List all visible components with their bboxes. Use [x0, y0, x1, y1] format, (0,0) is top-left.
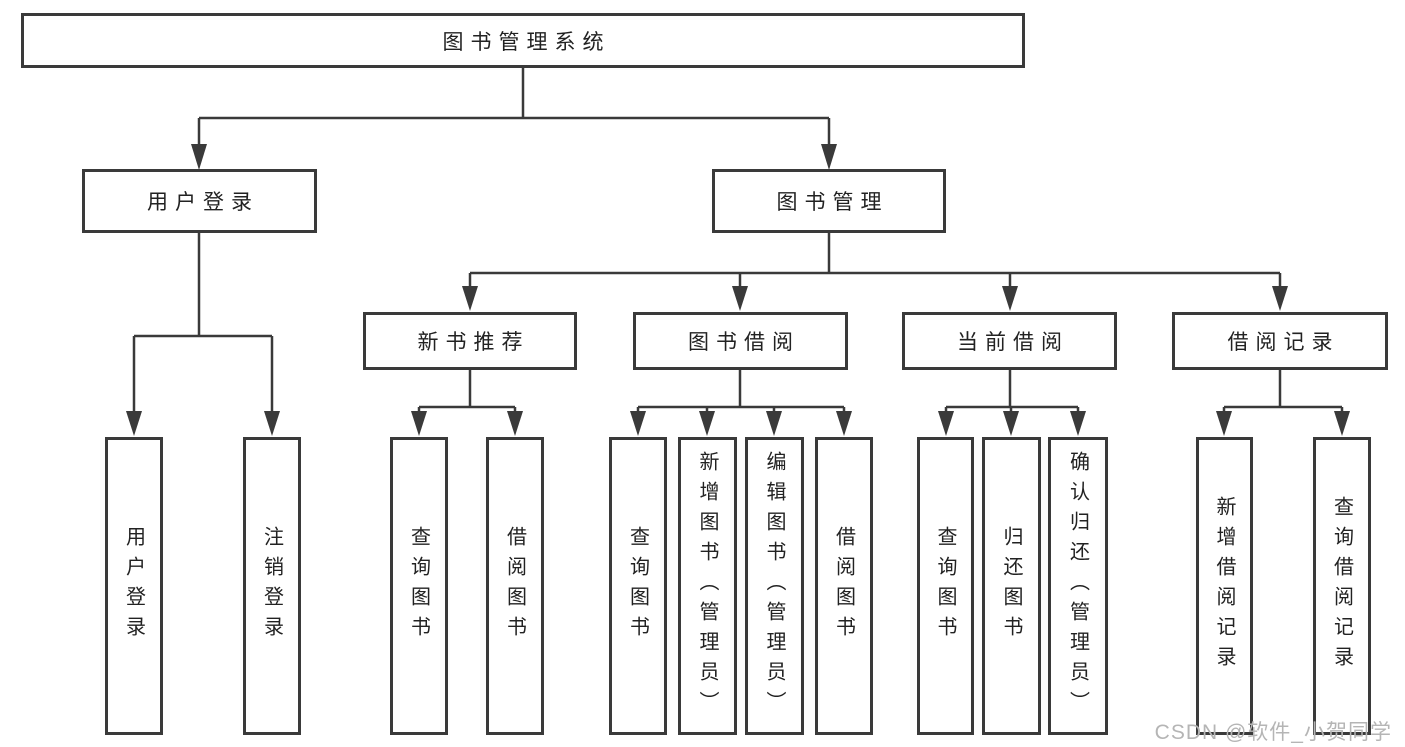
node-label: 图书管理: [776, 191, 889, 214]
arrow-icon: [766, 411, 782, 436]
leaf-borrow-books-recommendation: 借阅图书: [486, 437, 544, 735]
node-label: 确认归还（管理员）: [1066, 451, 1089, 721]
node-book-management-branch: 图书管理: [712, 169, 946, 233]
arrow-icon: [1334, 411, 1350, 436]
node-label: 用户登录: [147, 191, 259, 214]
connector-user-login-to-leaves: [132, 233, 274, 413]
node-new-book-recommendation: 新书推荐: [363, 312, 577, 370]
leaf-add-borrow-record: 新增借阅记录: [1196, 437, 1253, 735]
node-label: 当前借阅: [957, 331, 1069, 354]
leaf-query-books-current: 查询图书: [917, 437, 974, 735]
leaf-logout: 注销登录: [243, 437, 301, 735]
node-label: 归还图书: [1000, 526, 1022, 646]
node-label: 借阅图书: [503, 526, 526, 646]
node-label: 注销登录: [260, 526, 283, 646]
arrow-icon: [836, 411, 852, 436]
connector-book-borrow-to-leaves: [636, 370, 846, 414]
node-label: 借阅记录: [1227, 331, 1340, 354]
node-borrowing-records: 借阅记录: [1172, 312, 1388, 370]
arrow-icon: [1070, 411, 1086, 436]
arrow-icon: [630, 411, 646, 436]
leaf-query-borrow-record: 查询借阅记录: [1313, 437, 1371, 735]
arrow-icon: [1216, 411, 1232, 436]
arrow-icon: [462, 286, 478, 311]
connector-book-mgmt-to-level3: [468, 233, 1282, 289]
node-label: 借阅图书: [832, 526, 855, 646]
arrow-icon: [1272, 286, 1288, 311]
node-label: 查询借阅记录: [1330, 496, 1353, 676]
leaf-query-books-recommendation: 查询图书: [390, 437, 448, 735]
leaf-borrow-books-borrowing: 借阅图书: [815, 437, 873, 735]
arrow-icon: [191, 144, 207, 170]
node-label: 新增图书（管理员）: [696, 451, 718, 721]
leaf-edit-books-admin: 编辑图书（管理员）: [745, 437, 804, 735]
leaf-query-books-borrowing: 查询图书: [609, 437, 667, 735]
arrow-icon: [732, 286, 748, 311]
arrow-icon: [126, 411, 142, 436]
arrow-icon: [507, 411, 523, 436]
arrow-icon: [699, 411, 715, 436]
leaf-return-books: 归还图书: [982, 437, 1041, 735]
node-label: 用户登录: [122, 526, 145, 646]
connector-new-book-rec-to-leaves: [417, 370, 517, 414]
node-library-management-system: 图书管理系统: [21, 13, 1025, 68]
node-user-login-branch: 用户登录: [82, 169, 317, 233]
arrow-icon: [1002, 286, 1018, 311]
arrowheads: [126, 144, 1350, 436]
node-label: 图书管理系统: [442, 30, 611, 54]
node-current-borrowing: 当前借阅: [902, 312, 1117, 370]
csdn-watermark: CSDN @软件_小贺同学: [1154, 721, 1392, 744]
arrow-icon: [821, 144, 837, 170]
node-label: 查询图书: [407, 526, 430, 646]
leaf-user-login: 用户登录: [105, 437, 163, 735]
node-label: 查询图书: [934, 526, 956, 646]
arrow-icon: [1003, 411, 1019, 436]
arrow-icon: [938, 411, 954, 436]
arrow-icon: [411, 411, 427, 436]
connector-root-to-level2: [197, 68, 831, 147]
arrow-icon: [264, 411, 280, 436]
leaf-confirm-return-admin: 确认归还（管理员）: [1048, 437, 1108, 735]
leaf-add-books-admin: 新增图书（管理员）: [678, 437, 737, 735]
node-label: 新书推荐: [417, 331, 530, 354]
node-label: 编辑图书（管理员）: [763, 451, 785, 721]
node-label: 图书借阅: [688, 331, 800, 354]
connector-borrow-records-to-leaves: [1222, 370, 1344, 414]
node-label: 查询图书: [626, 526, 649, 646]
node-book-borrowing: 图书借阅: [633, 312, 848, 370]
node-label: 新增借阅记录: [1213, 496, 1235, 676]
connector-current-borrow-to-leaves: [944, 370, 1080, 414]
